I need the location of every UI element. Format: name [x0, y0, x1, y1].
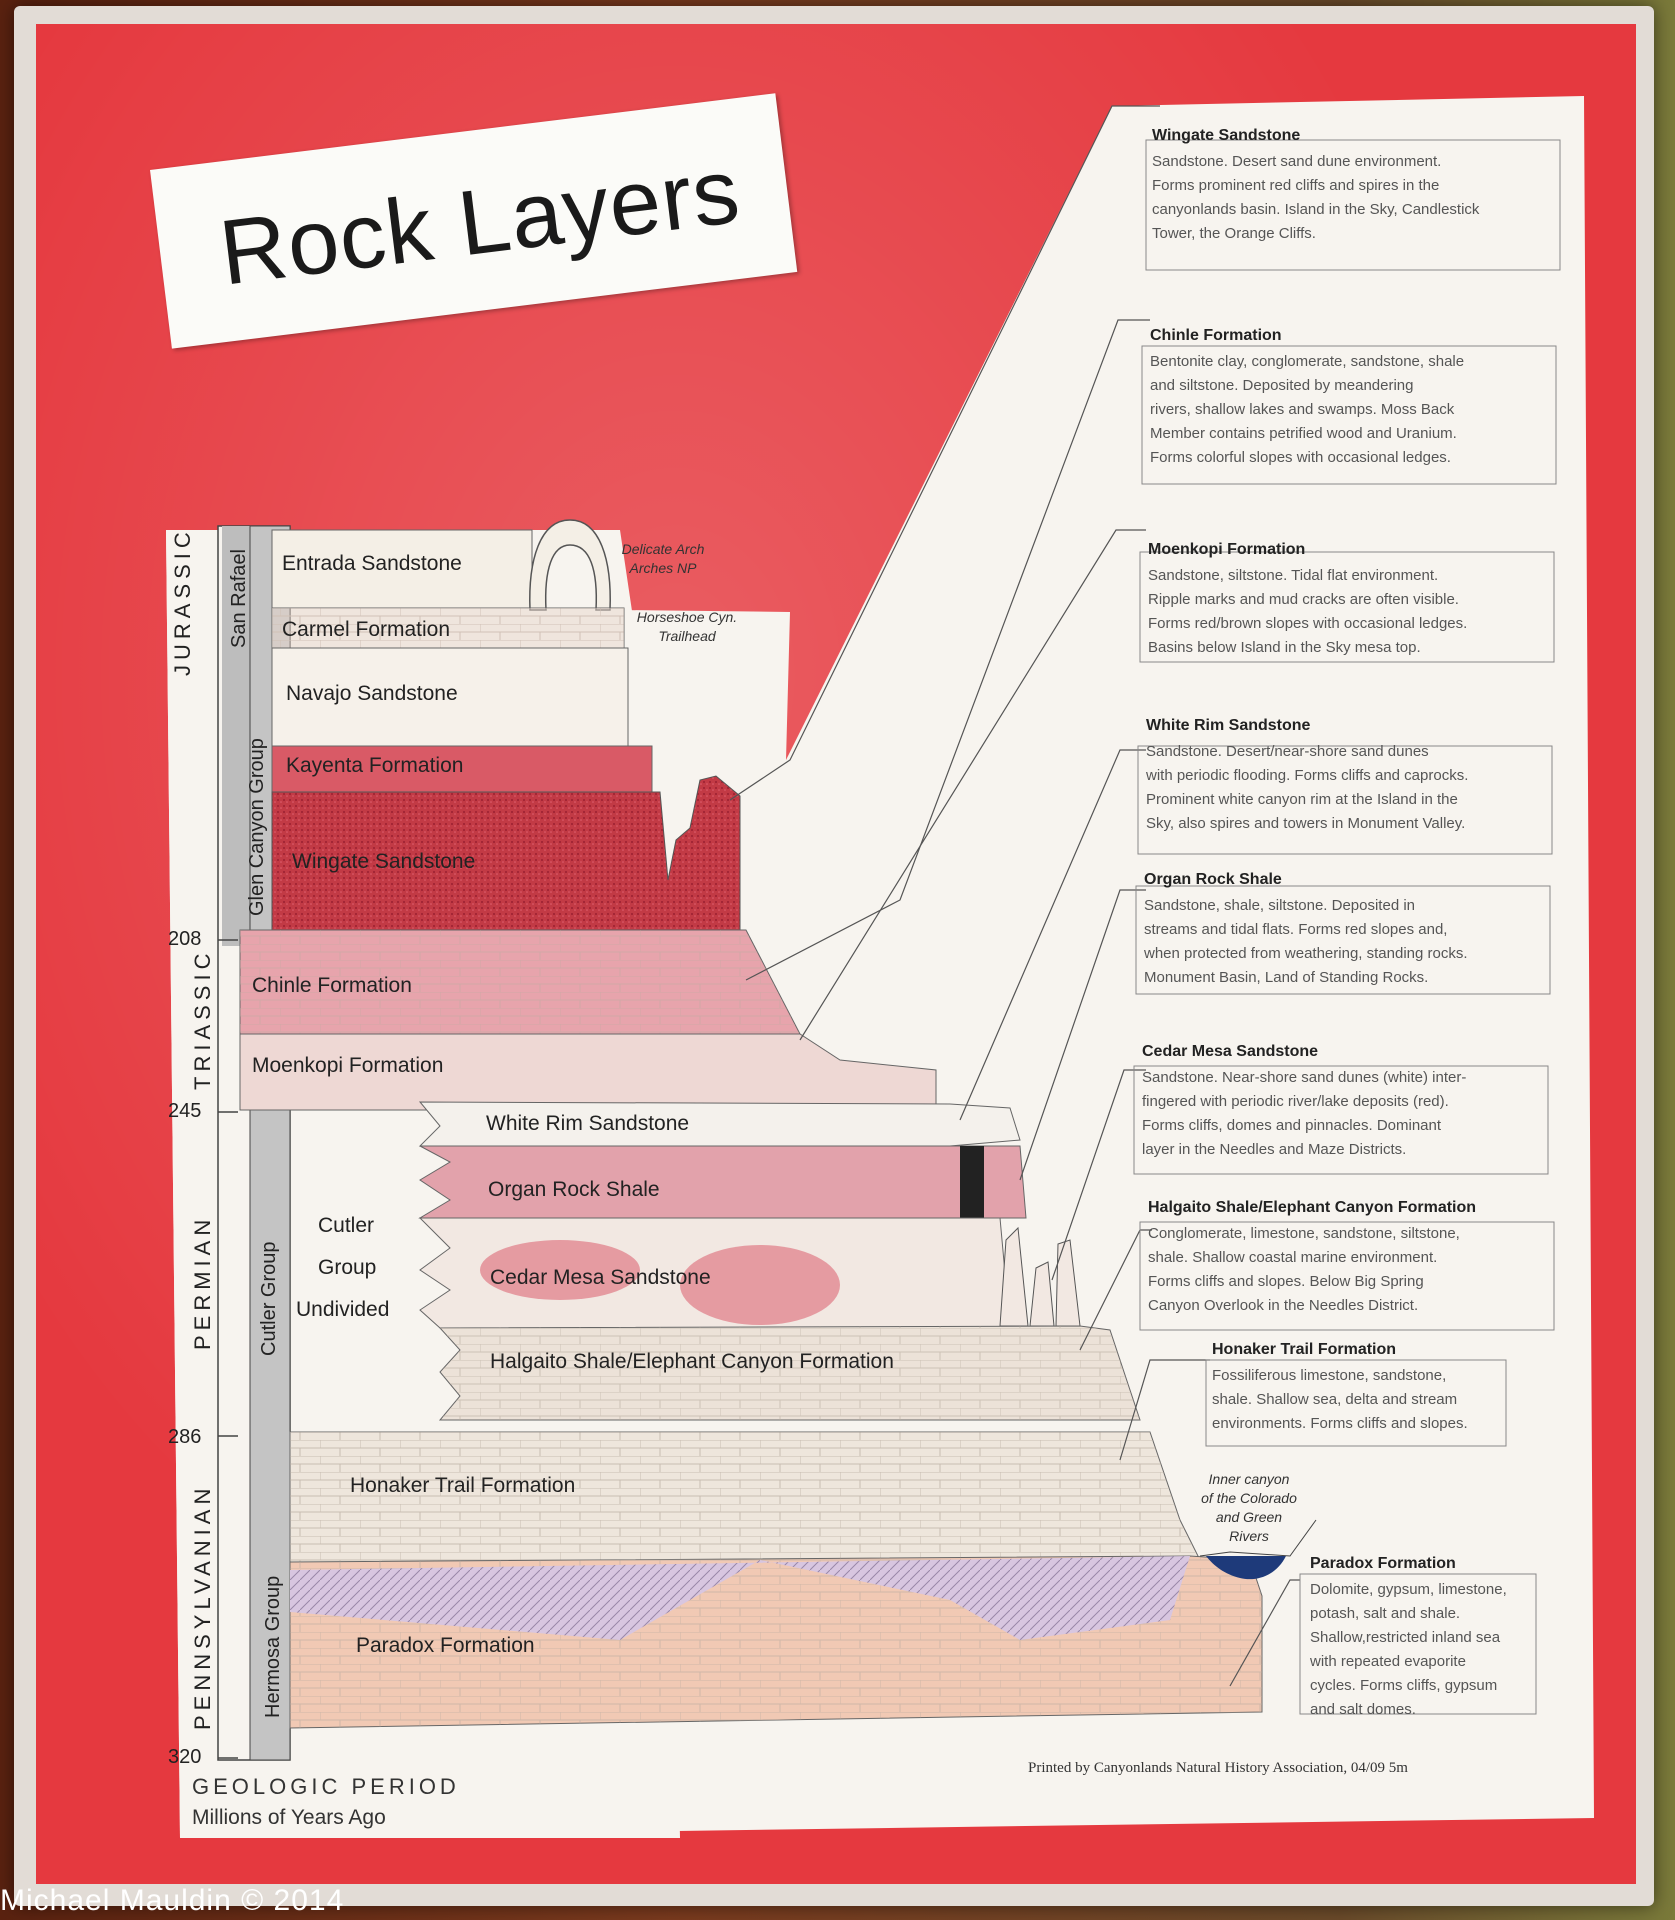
label-entrada: Entrada Sandstone	[282, 552, 462, 575]
period-permian: PERMIAN	[190, 1214, 215, 1350]
group-hermosa: Hermosa Group	[262, 1575, 284, 1718]
cutler-undivided-3: Undivided	[296, 1298, 390, 1321]
desc-paradox: Paradox Formation Dolomite, gypsum, lime…	[1310, 1555, 1507, 1718]
group-cutler: Cutler Group	[258, 1241, 280, 1357]
desc-moenkopi: Moenkopi Formation Sandstone, siltstone.…	[1148, 541, 1468, 656]
label-wingate: Wingate Sandstone	[292, 850, 476, 873]
desc-white-rim: White Rim Sandstone Sandstone. Desert/ne…	[1146, 717, 1469, 832]
label-paradox: Paradox Formation	[356, 1634, 535, 1657]
tick-286: 286	[168, 1426, 202, 1448]
label-organ-rock: Organ Rock Shale	[488, 1178, 660, 1201]
desc-organ-rock: Organ Rock Shale Sandstone, shale, silts…	[1144, 871, 1468, 986]
tick-208: 208	[168, 928, 202, 950]
layer-navajo	[271, 647, 629, 747]
note-inner-canyon: Inner canyon of the Colorado and Green R…	[1201, 1471, 1297, 1544]
layer-white-rim	[418, 1101, 1021, 1147]
river-water	[1206, 1556, 1286, 1580]
tick-245: 245	[168, 1100, 202, 1122]
group-glen-canyon: Glen Canyon Group	[246, 738, 268, 916]
period-jurassic: JURASSIC	[170, 527, 195, 676]
label-halgaito: Halgaito Shale/Elephant Canyon Formation	[490, 1350, 894, 1373]
note-horseshoe: Horseshoe Cyn. Trailhead	[636, 609, 738, 644]
layer-moenkopi	[239, 1033, 937, 1111]
photo-credit: Michael Mauldin © 2014	[0, 1884, 345, 1917]
note-delicate-arch: Delicate Arch Arches NP	[621, 541, 705, 576]
label-carmel: Carmel Formation	[282, 618, 451, 641]
cutler-undivided-1: Cutler	[318, 1214, 375, 1237]
label-cedar-mesa: Cedar Mesa Sandstone	[490, 1266, 711, 1289]
label-moenkopi: Moenkopi Formation	[252, 1054, 444, 1077]
label-honaker: Honaker Trail Formation	[350, 1474, 576, 1497]
desc-honaker: Honaker Trail Formation Fossiliferous li…	[1212, 1341, 1468, 1432]
label-navajo: Navajo Sandstone	[286, 682, 458, 705]
footer-period: GEOLOGIC PERIOD	[192, 1774, 460, 1799]
layer-organ-rock	[418, 1145, 1027, 1219]
label-white-rim: White Rim Sandstone	[486, 1112, 690, 1135]
label-chinle: Chinle Formation	[252, 974, 412, 997]
period-triassic: TRIASSIC	[190, 948, 215, 1090]
layer-kayenta	[271, 745, 653, 793]
desc-halgaito: Halgaito Shale/Elephant Canyon Formation…	[1148, 1199, 1477, 1314]
desc-chinle: Chinle Formation Bentonite clay, conglom…	[1150, 327, 1465, 466]
tick-320: 320	[168, 1746, 202, 1768]
desc-wingate: Wingate Sandstone Sandstone. Desert sand…	[1152, 127, 1480, 242]
footer-units: Millions of Years Ago	[192, 1806, 386, 1829]
cutler-undivided-2: Group	[318, 1256, 377, 1279]
label-kayenta: Kayenta Formation	[286, 754, 464, 777]
printed-by: Printed by Canyonlands Natural History A…	[1028, 1760, 1408, 1776]
period-pennsylvanian: PENNSYLVANIAN	[190, 1483, 215, 1730]
group-san-rafael: San Rafael	[228, 549, 250, 648]
desc-cedar-mesa: Cedar Mesa Sandstone Sandstone. Near-sho…	[1142, 1043, 1467, 1158]
